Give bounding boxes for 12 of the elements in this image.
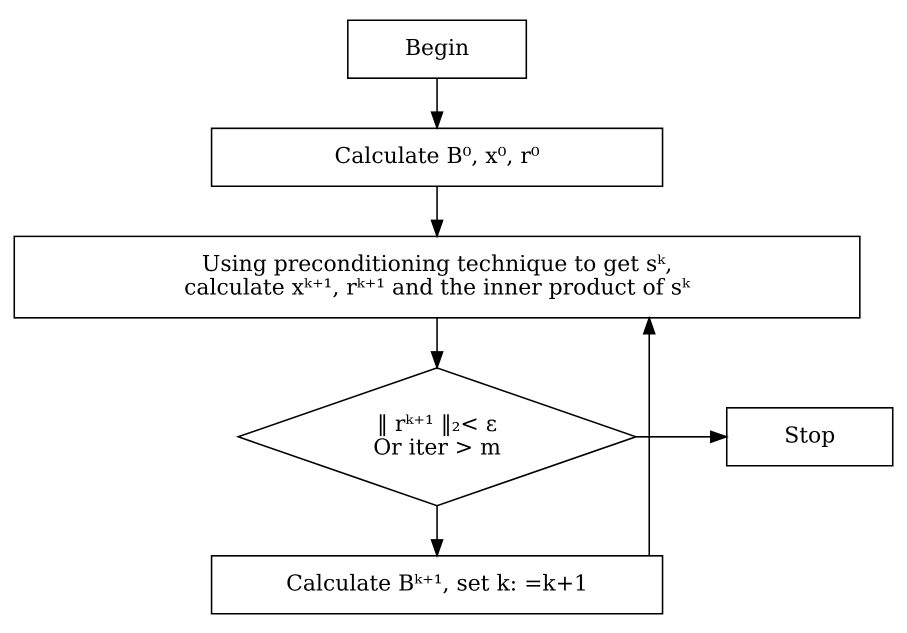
node-box: Calculate Bᵏ⁺¹, set k: =k+1	[210, 554, 664, 614]
arrow	[636, 430, 729, 443]
arrow	[430, 506, 444, 558]
node-diamond: ‖ rᵏ⁺¹ ‖₂< ε Or iter > m	[236, 366, 638, 506]
node-box: Stop	[726, 406, 894, 466]
node-box: Calculate B⁰, x⁰, r⁰	[210, 127, 664, 187]
node-box: Using preconditioning technique to get sᵏ, calculate xᵏ⁺¹, rᵏ⁺¹ and the inner product of sᵏ	[13, 235, 861, 318]
arrow	[642, 315, 656, 555]
arrow	[430, 186, 444, 238]
node-box: Begin	[347, 18, 528, 78]
arrow	[430, 317, 444, 370]
arrow	[430, 78, 444, 130]
